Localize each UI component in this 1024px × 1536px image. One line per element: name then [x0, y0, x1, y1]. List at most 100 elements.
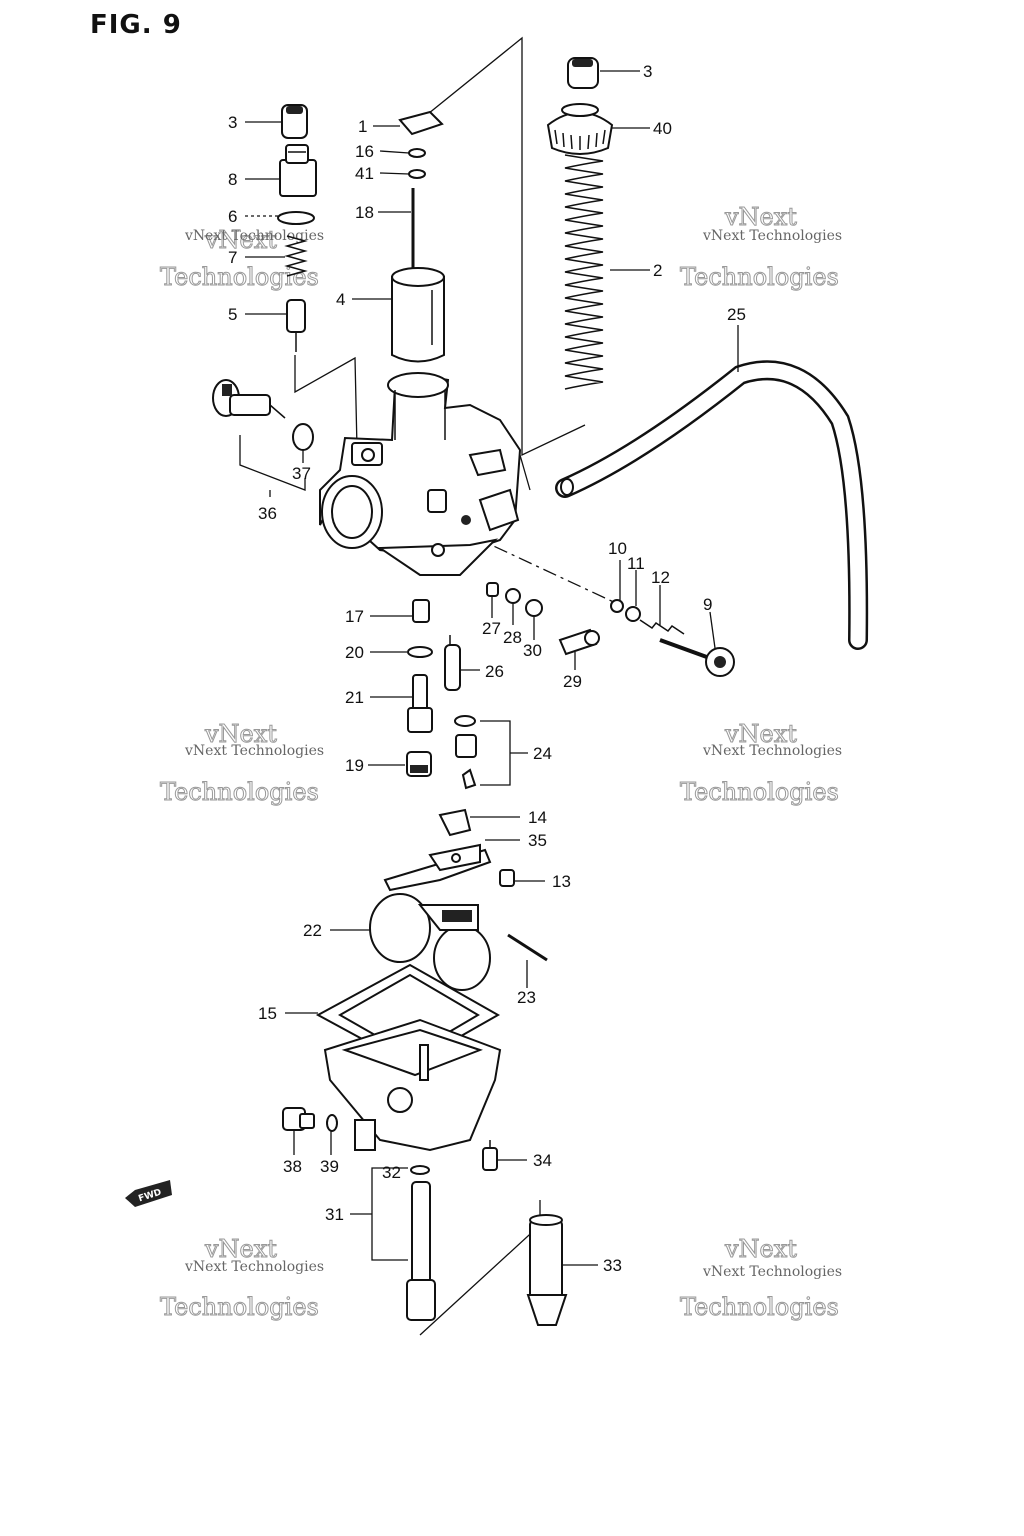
assembly-line [469, 534, 621, 606]
callout-30: 30 [523, 641, 542, 660]
part-adjuster-nut [279, 144, 317, 197]
watermark-text: Technologies [680, 263, 839, 291]
callout-3-left: 3 [228, 113, 237, 132]
callout-10: 10 [608, 539, 627, 558]
part-plate-35 [383, 843, 492, 892]
part-e-clip [408, 148, 426, 158]
callout-3-right: 3 [643, 62, 652, 81]
part-air-screw-29 [558, 628, 600, 656]
bracket-36 [239, 435, 306, 491]
callout-34: 34 [533, 1151, 552, 1170]
watermark-mid-left: vNext vNext Technologies Technologies [160, 720, 325, 807]
callout-8: 8 [228, 170, 237, 189]
watermark-text: vNext [724, 720, 797, 748]
callout-18: 18 [355, 203, 374, 222]
part-overflow-pipe-31 [406, 1181, 436, 1321]
part-cap-27 [486, 582, 499, 597]
assembly-line [294, 355, 358, 449]
watermark-text: Technologies [160, 1293, 319, 1321]
watermark-text: vNext Technologies [184, 1259, 324, 1275]
part-spring-30 [525, 599, 543, 617]
watermark-text: Technologies [160, 263, 319, 291]
callout-29: 29 [563, 672, 582, 691]
watermark-text: vNext [724, 1235, 797, 1263]
watermark-text: vNext [204, 1235, 277, 1263]
part-mixing-chamber-top [546, 103, 614, 155]
assembly-line [519, 454, 531, 491]
part-float-valve-seat [454, 715, 477, 790]
callout-23: 23 [517, 988, 536, 1007]
callout-4: 4 [336, 290, 345, 309]
callout-35: 35 [528, 831, 547, 850]
callout-14: 14 [528, 808, 547, 827]
part-idle-spring-12 [639, 619, 685, 635]
callout-31: 31 [325, 1205, 344, 1224]
callout-19: 19 [345, 756, 364, 775]
part-cap-left [281, 104, 308, 139]
watermark-bottom-right: vNext vNext Technologies Technologies [680, 1235, 843, 1322]
callout-38: 38 [283, 1157, 302, 1176]
watermark-text: vNext Technologies [184, 228, 324, 244]
watermark-text: vNext [724, 203, 797, 231]
part-washer-11 [625, 606, 641, 622]
part-float-arm-14 [438, 808, 472, 837]
leader-lines [245, 70, 739, 1266]
part-washer-32 [410, 1165, 430, 1175]
callout-36: 36 [258, 504, 277, 523]
part-main-jet [406, 751, 432, 777]
part-fuel-hose [555, 360, 869, 650]
watermark-text: vNext [204, 720, 277, 748]
watermark-text: vNext Technologies [184, 743, 324, 759]
part-washer [408, 169, 426, 179]
watermark-text: vNext Technologies [702, 228, 842, 244]
callout-12: 12 [651, 568, 670, 587]
watermark-text: Technologies [160, 778, 319, 806]
callout-27: 27 [482, 619, 501, 638]
watermark-text: vNext Technologies [702, 743, 842, 759]
callout-16: 16 [355, 142, 374, 161]
part-float-pin-23 [507, 933, 548, 962]
part-needle-clip [398, 110, 444, 136]
assembly-line [417, 36, 586, 457]
part-carburetor-body [319, 372, 522, 576]
part-screw-34 [482, 1140, 498, 1171]
callout-39: 39 [320, 1157, 339, 1176]
part-needle-jet-holder [412, 599, 430, 623]
callout-24: 24 [533, 744, 552, 763]
part-float-chamber [323, 1018, 502, 1152]
callout-2: 2 [653, 261, 662, 280]
callout-21: 21 [345, 688, 364, 707]
part-o-ring [277, 211, 315, 225]
callout-32: 32 [382, 1163, 401, 1182]
callout-labels: 3 8 6 7 5 1 16 41 18 4 3 40 2 25 37 36 1… [228, 62, 746, 1275]
watermark-text: vNext Technologies [702, 1264, 842, 1280]
callout-25: 25 [727, 305, 746, 324]
watermark-text: Technologies [680, 778, 839, 806]
callout-11: 11 [627, 554, 645, 573]
part-washer [407, 646, 433, 658]
callout-13: 13 [552, 872, 571, 891]
watermark-top-right: vNext vNext Technologies Technologies [680, 203, 843, 292]
part-float-22 [369, 893, 491, 991]
callout-22: 22 [303, 921, 322, 940]
callout-9: 9 [703, 595, 712, 614]
watermark-text: vNext [204, 226, 277, 254]
callout-1: 1 [358, 117, 367, 136]
part-washer-28 [505, 588, 521, 604]
part-drain-gasket-39 [326, 1114, 338, 1132]
part-screw-13 [499, 869, 515, 887]
callout-17: 17 [345, 607, 364, 626]
fwd-arrow-icon: FWD [125, 1180, 172, 1207]
watermark-bottom-left: vNext vNext Technologies Technologies [160, 1235, 325, 1322]
part-washer-10 [610, 599, 624, 613]
part-throttle-valve [391, 267, 445, 363]
figure-title: FIG. 9 [90, 10, 182, 40]
part-cap-right [567, 57, 599, 89]
part-throttle-stop-screw-9 [659, 638, 735, 677]
callout-40: 40 [653, 119, 672, 138]
watermark-mid-right: vNext vNext Technologies Technologies [680, 720, 843, 807]
part-throttle-spring [564, 154, 604, 390]
part-plunger [286, 299, 306, 352]
